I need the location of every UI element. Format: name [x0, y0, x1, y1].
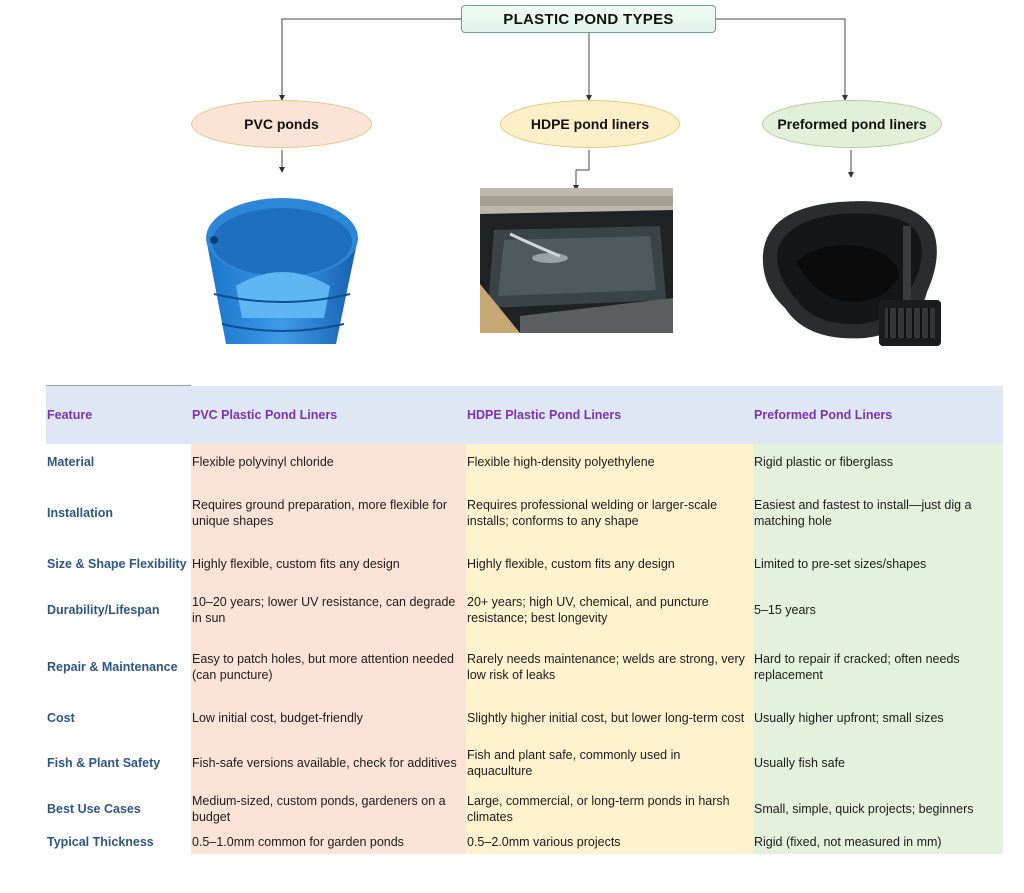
table-row: Fish & Plant Safety Fish-safe versions a… [46, 738, 1003, 788]
header-hdpe: HDPE Plastic Pond Liners [467, 408, 622, 422]
table-header-row: Feature PVC Plastic Pond Liners HDPE Pla… [46, 386, 1003, 444]
connector-root-to-preformed [716, 18, 848, 101]
pvc-cell: Medium-sized, custom ponds, gardeners on… [191, 788, 466, 830]
table-row: Size & Shape Flexibility Highly flexible… [46, 545, 1003, 583]
preformed-cell: Easiest and fastest to install—just dig … [753, 480, 1003, 545]
row-feature-cell: Installation [46, 480, 191, 545]
blue-pvc-tank-image [206, 198, 358, 344]
table-row: Material Flexible polyvinyl chloride Fle… [46, 444, 1003, 480]
header-pvc: PVC Plastic Pond Liners [192, 408, 338, 422]
table-row: Cost Low initial cost, budget-friendly S… [46, 698, 1003, 738]
row-feature-cell: Durability/Lifespan [46, 583, 191, 636]
row-feature-cell: Cost [46, 698, 191, 738]
preformed-cell: Limited to pre-set sizes/shapes [753, 545, 1003, 583]
hdpe-lined-pond-image [480, 188, 673, 333]
preformed-cell: Usually fish safe [753, 738, 1003, 788]
pvc-cell: Easy to patch holes, but more attention … [191, 636, 466, 698]
pvc-cell: Requires ground preparation, more flexib… [191, 480, 466, 545]
row-feature-cell: Repair & Maintenance [46, 636, 191, 698]
row-feature-cell: Fish & Plant Safety [46, 738, 191, 788]
hdpe-cell: Requires professional welding or larger-… [466, 480, 753, 545]
preformed-cell: Hard to repair if cracked; often needs r… [753, 636, 1003, 698]
pvc-ponds-node: PVC ponds [191, 100, 372, 148]
header-feature: Feature [47, 408, 93, 422]
preformed-pond-liners-node: Preformed pond liners [762, 100, 942, 148]
table-row: Repair & Maintenance Easy to patch holes… [46, 636, 1003, 698]
hdpe-cell: Highly flexible, custom fits any design [466, 545, 753, 583]
connector-root-to-pvc [279, 18, 461, 101]
pvc-cell: 10–20 years; lower UV resistance, can de… [191, 583, 466, 636]
connector-hdpe-to-image [573, 150, 590, 191]
hdpe-cell: 20+ years; high UV, chemical, and punctu… [466, 583, 753, 636]
pvc-cell: Low initial cost, budget-friendly [191, 698, 466, 738]
row-feature-cell: Typical Thickness [46, 830, 191, 854]
table-top-rule [46, 385, 191, 386]
hdpe-cell: 0.5–2.0mm various projects [466, 830, 753, 854]
preformed-cell: Small, simple, quick projects; beginners [753, 788, 1003, 830]
table-row: Best Use Cases Medium-sized, custom pond… [46, 788, 1003, 830]
row-feature-cell: Best Use Cases [46, 788, 191, 830]
hdpe-pond-liners-node: HDPE pond liners [500, 100, 680, 148]
pvc-cell: Highly flexible, custom fits any design [191, 545, 466, 583]
table-row: Installation Requires ground preparation… [46, 480, 1003, 545]
black-preformed-pond-image [762, 201, 941, 346]
connector-lines [279, 18, 854, 191]
header-preformed: Preformed Pond Liners [754, 408, 893, 422]
hdpe-cell: Slightly higher initial cost, but lower … [466, 698, 753, 738]
preformed-cell: 5–15 years [753, 583, 1003, 636]
hdpe-cell: Large, commercial, or long-term ponds in… [466, 788, 753, 830]
preformed-cell: Rigid plastic or fiberglass [753, 444, 1003, 480]
pvc-cell: 0.5–1.0mm common for garden ponds [191, 830, 466, 854]
comparison-table: Feature PVC Plastic Pond Liners HDPE Pla… [46, 386, 1003, 854]
comparison-table-wrapper: Feature PVC Plastic Pond Liners HDPE Pla… [46, 386, 1003, 854]
hdpe-cell: Flexible high-density polyethylene [466, 444, 753, 480]
pvc-cell: Flexible polyvinyl chloride [191, 444, 466, 480]
pvc-cell: Fish-safe versions available, check for … [191, 738, 466, 788]
root-node-title: PLASTIC POND TYPES [461, 5, 716, 33]
table-row: Typical Thickness 0.5–1.0mm common for g… [46, 830, 1003, 854]
hdpe-cell: Rarely needs maintenance; welds are stro… [466, 636, 753, 698]
row-feature-cell: Material [46, 444, 191, 480]
preformed-cell: Usually higher upfront; small sizes [753, 698, 1003, 738]
table-row: Durability/Lifespan 10–20 years; lower U… [46, 583, 1003, 636]
row-feature-cell: Size & Shape Flexibility [46, 545, 191, 583]
hdpe-cell: Fish and plant safe, commonly used in aq… [466, 738, 753, 788]
preformed-cell: Rigid (fixed, not measured in mm) [753, 830, 1003, 854]
